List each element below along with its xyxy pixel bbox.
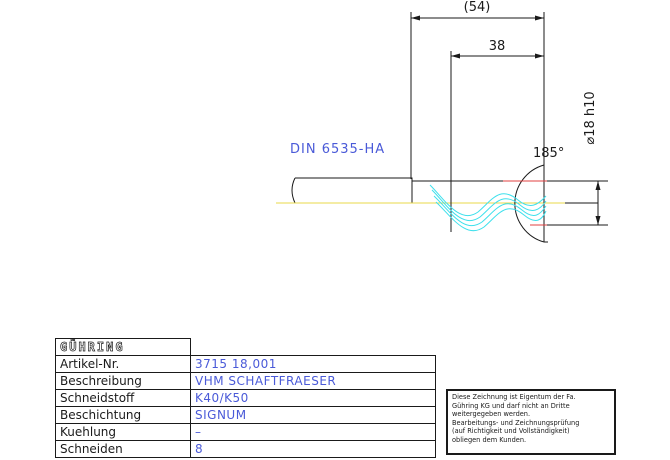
notice-line: Gühring KG und darf nicht an Dritte [452,401,570,410]
dim-diameter-label: ⌀18 h10 [583,91,598,144]
notice-line: weitergegeben werden. [452,410,531,419]
row-label: Beschichtung [55,406,191,424]
helix-flutes [429,184,547,232]
angle-label: 185° [533,146,564,161]
dim-overall-label: (54) [464,0,491,15]
dimension-cutting-length: 38 [451,39,544,59]
table-row: Beschichtung SIGNUM [55,406,436,424]
designation-label: DIN 6535-HA [290,142,385,157]
row-value: 8 [190,440,436,458]
row-value: 3715 18,001 [190,355,436,373]
table-row: Beschreibung VHM SCHAFTFRAESER [55,372,436,390]
title-block: GÜHRING Artikel-Nr. 3715 18,001 Beschrei… [55,338,436,458]
extension-lines [410,12,608,242]
tool-shank [291,177,598,204]
row-value: K40/K50 [190,389,436,407]
row-value: VHM SCHAFTFRAESER [190,372,436,390]
ownership-notice: Diese Zeichnung ist Eigentum der Fa. Güh… [446,389,616,455]
table-row: Schneiden 8 [55,440,436,458]
row-value: – [190,423,436,441]
row-label: Beschreibung [55,372,191,390]
table-row: Kuehlung – [55,423,436,441]
dimension-overall-length: (54) [411,0,544,21]
logo-spacer [190,338,436,356]
notice-line: Diese Zeichnung ist Eigentum der Fa. [452,393,576,401]
row-label: Schneidstoff [55,389,191,407]
table-row: Artikel-Nr. 3715 18,001 [55,355,436,373]
dimension-diameter: ⌀18 h10 [583,91,601,225]
accent-lines [503,180,547,226]
guehring-logo: GÜHRING [60,340,125,355]
table-row: Schneidstoff K40/K50 [55,389,436,407]
logo-cell: GÜHRING [55,338,191,356]
notice-line: obliegen dem Kunden. [452,435,527,444]
cutting-head [514,164,548,243]
notice-line: (auf Richtigkeit und Vollständigkeit) [452,427,570,436]
title-block-logo-row: GÜHRING [55,338,436,356]
dim-length-label: 38 [489,39,506,54]
row-label: Schneiden [55,440,191,458]
row-label: Artikel-Nr. [55,355,191,373]
row-label: Kuehlung [55,423,191,441]
notice-line: Bearbeitungs- und Zeichnungsprüfung [452,418,580,427]
row-value: SIGNUM [190,406,436,424]
